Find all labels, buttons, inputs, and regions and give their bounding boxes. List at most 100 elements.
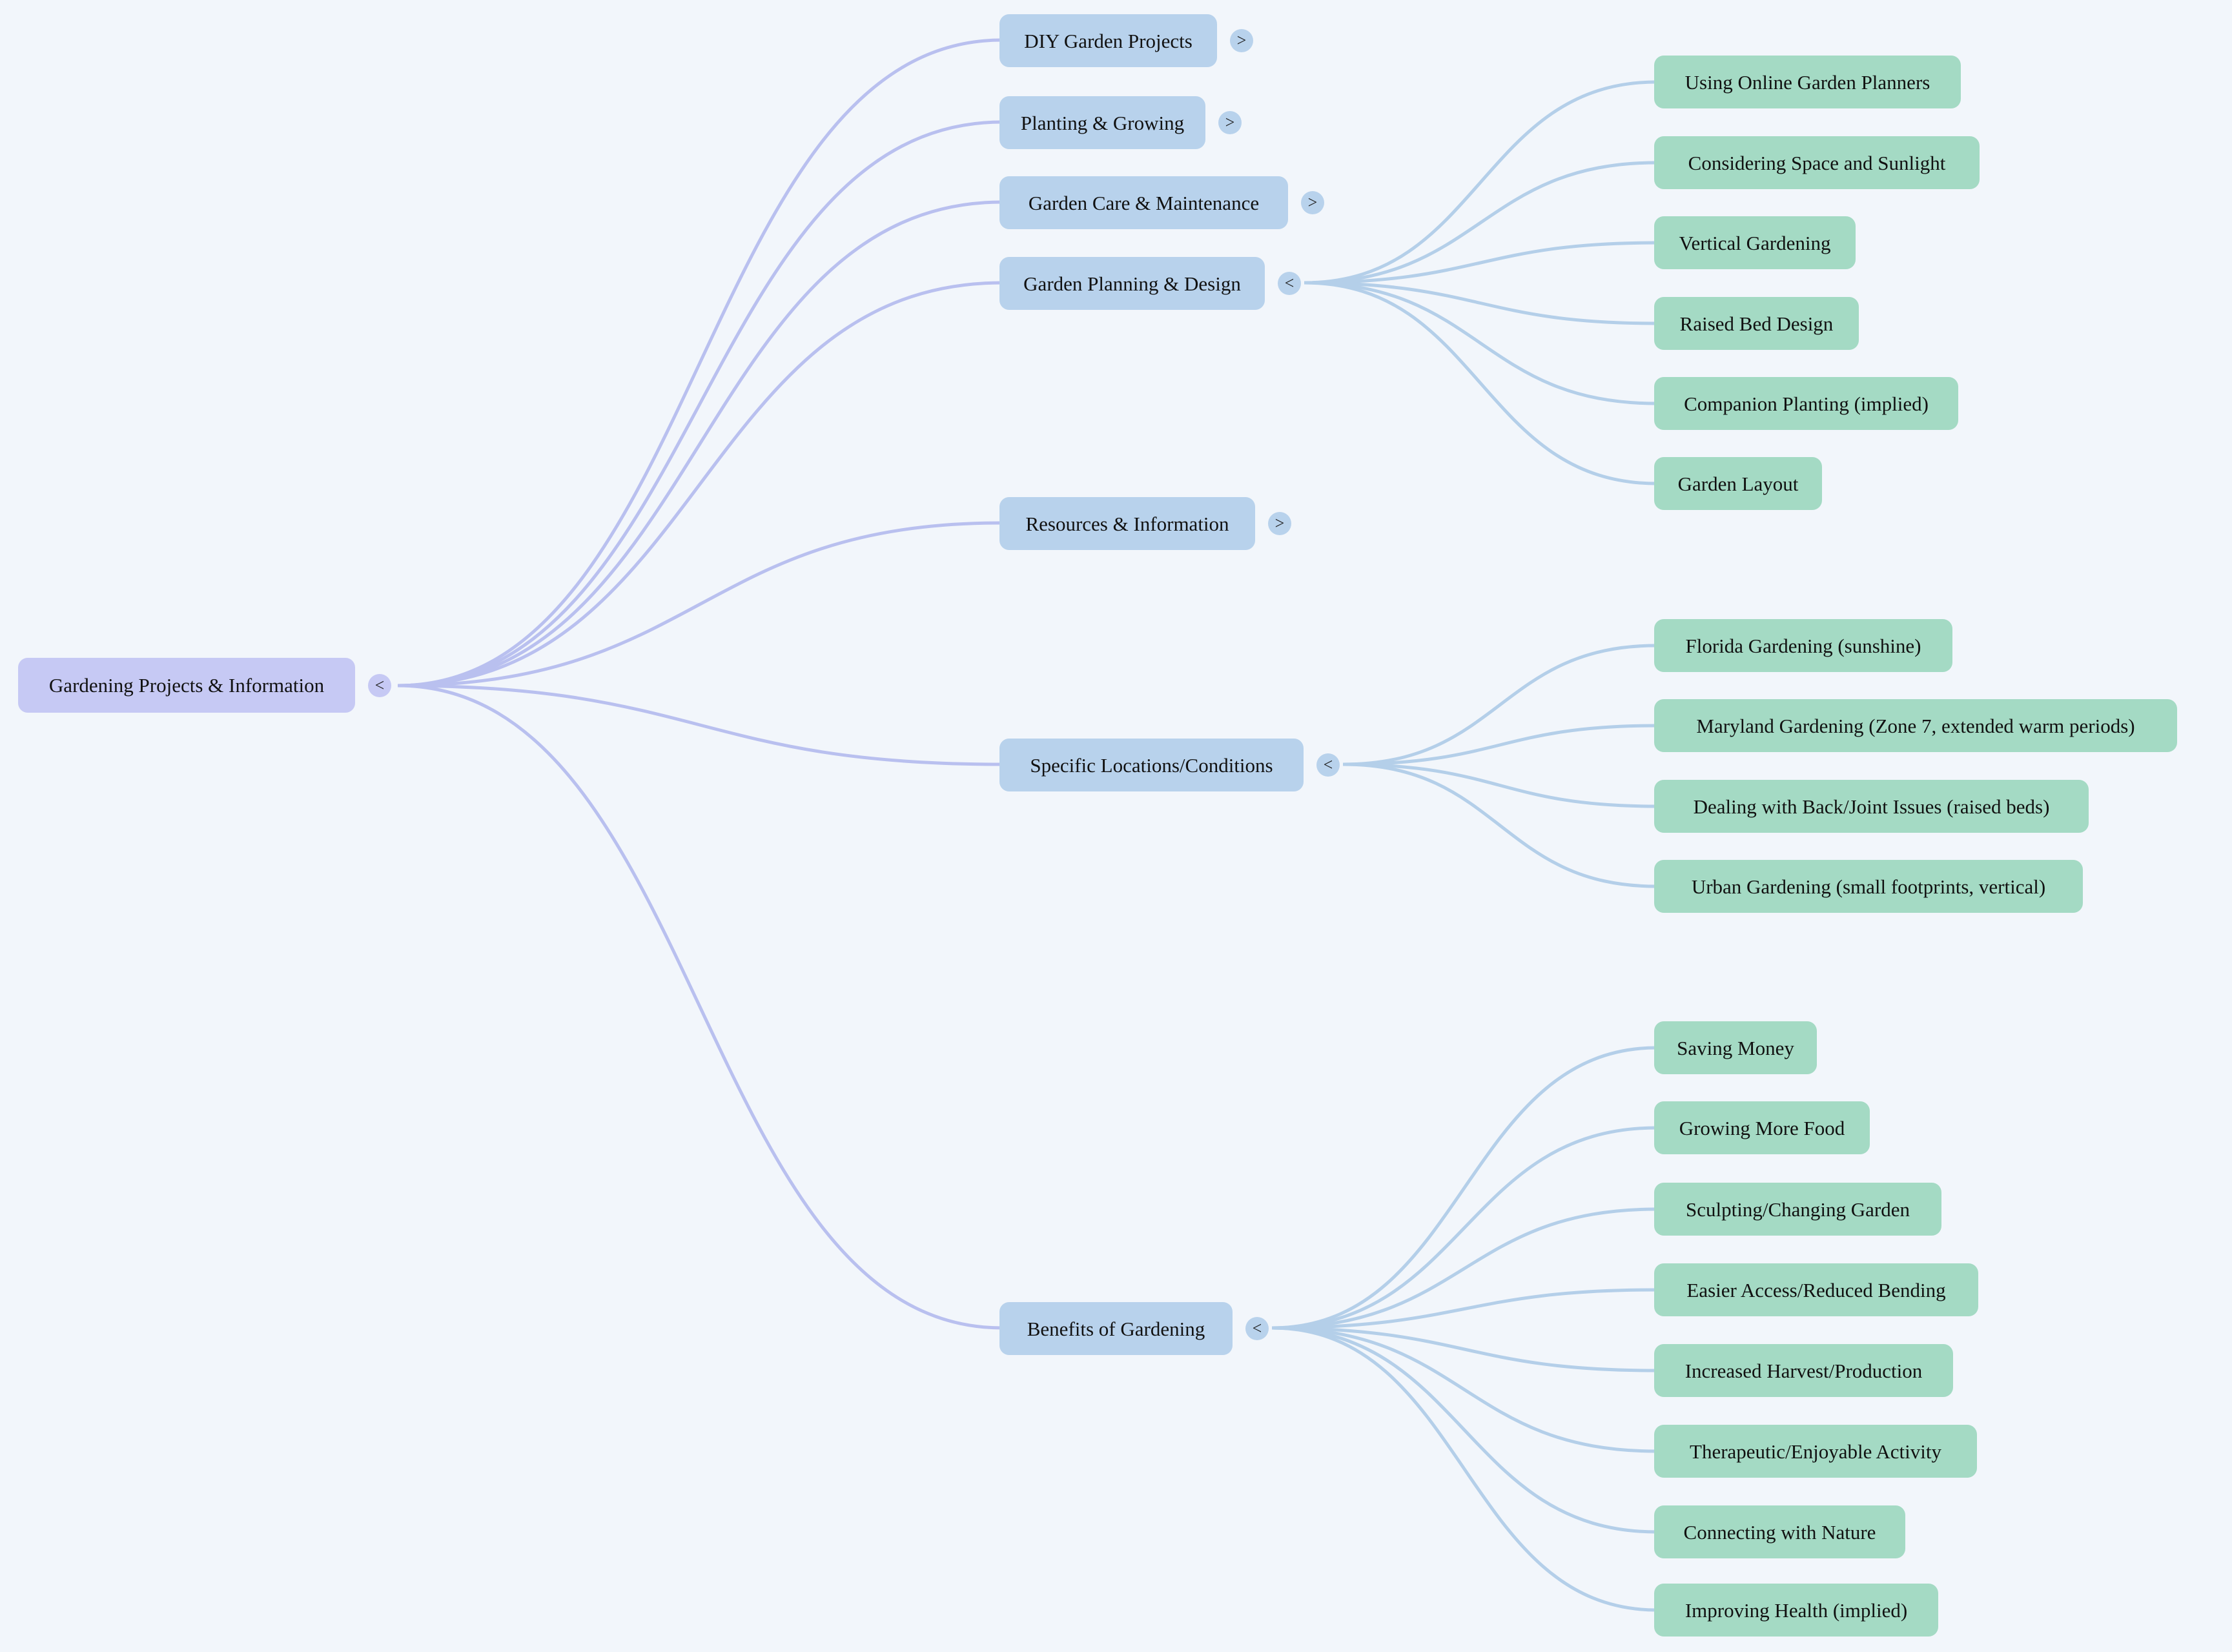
edge-benefits-to-saving-money [1271, 1046, 1657, 1330]
node-improving-health: Improving Health (implied) [1654, 1584, 1938, 1637]
node-raised-bed-design: Raised Bed Design [1654, 297, 1859, 350]
node-label: Improving Health (implied) [1684, 1598, 1908, 1622]
node-box: Planting & Growing [999, 96, 1205, 149]
edge-root-to-garden-planning-design [397, 281, 1003, 688]
node-box: Vertical Gardening [1654, 216, 1856, 269]
node-label: Sculpting/Changing Garden [1686, 1198, 1910, 1221]
node-label: Connecting with Nature [1683, 1520, 1876, 1544]
node-label: Saving Money [1677, 1036, 1794, 1059]
toggle-root[interactable]: < [368, 673, 391, 697]
edge-benefits-to-sculpting-changing-garden [1271, 1207, 1657, 1330]
edge-planning-to-raised-bed-design [1304, 281, 1657, 325]
node-diy-garden-projects: DIY Garden Projects > [999, 14, 1253, 67]
node-back-joint-issues: Dealing with Back/Joint Issues (raised b… [1654, 780, 2089, 833]
edge-benefits-to-therapeutic-activity [1271, 1326, 1657, 1453]
edge-root-to-garden-care-maintenance [397, 200, 1003, 688]
node-specific-locations-conditions: Specific Locations/Conditions < [999, 739, 1340, 791]
node-label: Vertical Gardening [1679, 231, 1831, 254]
toggle-garden-care-maintenance[interactable]: > [1301, 191, 1324, 214]
node-box: Benefits of Gardening [999, 1302, 1233, 1355]
edge-root-to-benefits-of-gardening [397, 684, 1003, 1330]
node-label: Garden Layout [1677, 472, 1799, 495]
node-box: Easier Access/Reduced Bending [1654, 1263, 1978, 1316]
edge-planning-to-companion-planting [1304, 281, 1657, 405]
node-companion-planting: Companion Planting (implied) [1654, 377, 1958, 430]
node-easier-access-reduced-bending: Easier Access/Reduced Bending [1654, 1263, 1978, 1316]
edge-benefits-to-connecting-with-nature [1271, 1326, 1657, 1534]
node-connecting-with-nature: Connecting with Nature [1654, 1505, 1905, 1558]
edge-benefits-to-growing-more-food [1271, 1126, 1657, 1330]
toggle-planting-growing[interactable]: > [1218, 111, 1242, 134]
edge-locations-to-back-joint-issues [1342, 762, 1657, 808]
node-garden-layout: Garden Layout [1654, 457, 1822, 510]
edge-benefits-to-improving-health [1271, 1326, 1657, 1612]
node-label: Using Online Garden Planners [1684, 70, 1930, 94]
node-maryland-gardening: Maryland Gardening (Zone 7, extended war… [1654, 699, 2177, 752]
node-using-online-garden-planners: Using Online Garden Planners [1654, 56, 1961, 108]
edge-root-to-specific-locations-conditions [397, 684, 1003, 766]
node-box: Garden Layout [1654, 457, 1822, 510]
node-box: Using Online Garden Planners [1654, 56, 1961, 108]
node-florida-gardening: Florida Gardening (sunshine) [1654, 619, 1952, 672]
edge-benefits-to-increased-harvest [1271, 1326, 1657, 1372]
node-planting-growing: Planting & Growing > [999, 96, 1242, 149]
node-box: Growing More Food [1654, 1101, 1870, 1154]
edge-benefits-to-easier-access [1271, 1288, 1657, 1330]
node-box: Connecting with Nature [1654, 1505, 1905, 1558]
toggle-resources-information[interactable]: > [1268, 512, 1291, 535]
node-box: Garden Planning & Design [999, 257, 1265, 310]
node-box: Specific Locations/Conditions [999, 739, 1304, 791]
toggle-specific-locations-conditions[interactable]: < [1316, 753, 1340, 777]
node-box: Improving Health (implied) [1654, 1584, 1938, 1637]
node-box: Garden Care & Maintenance [999, 176, 1288, 229]
node-label: Planting & Growing [1020, 111, 1185, 134]
node-garden-planning-design: Garden Planning & Design < [999, 257, 1301, 310]
edge-planning-to-garden-layout [1304, 281, 1657, 485]
edge-locations-to-maryland-gardening [1342, 724, 1657, 766]
edge-planning-to-considering-space-sunlight [1304, 161, 1657, 285]
node-label: Companion Planting (implied) [1684, 392, 1929, 415]
edge-root-to-planting-growing [397, 120, 1003, 688]
node-label: Garden Care & Maintenance [1028, 191, 1260, 214]
node-vertical-gardening: Vertical Gardening [1654, 216, 1856, 269]
node-growing-more-food: Growing More Food [1654, 1101, 1870, 1154]
node-considering-space-and-sunlight: Considering Space and Sunlight [1654, 136, 1980, 189]
node-box: Raised Bed Design [1654, 297, 1859, 350]
node-label: Growing More Food [1679, 1116, 1845, 1139]
node-box: Urban Gardening (small footprints, verti… [1654, 860, 2083, 913]
node-box: Resources & Information [999, 497, 1255, 550]
node-box: Sculpting/Changing Garden [1654, 1183, 1941, 1236]
node-label: Garden Planning & Design [1023, 272, 1241, 295]
node-label: Dealing with Back/Joint Issues (raised b… [1693, 795, 2050, 818]
node-root-box: Gardening Projects & Information [18, 658, 355, 713]
node-garden-care-maintenance: Garden Care & Maintenance > [999, 176, 1324, 229]
node-label: DIY Garden Projects [1024, 29, 1193, 52]
toggle-diy-garden-projects[interactable]: > [1230, 29, 1253, 52]
node-label: Raised Bed Design [1679, 312, 1834, 335]
toggle-garden-planning-design[interactable]: < [1278, 272, 1301, 295]
edge-locations-to-urban-gardening [1342, 762, 1657, 888]
node-box: Maryland Gardening (Zone 7, extended war… [1654, 699, 2177, 752]
node-label: Urban Gardening (small footprints, verti… [1691, 875, 2046, 898]
node-label: Increased Harvest/Production [1684, 1359, 1923, 1382]
node-saving-money: Saving Money [1654, 1021, 1817, 1074]
node-box: Dealing with Back/Joint Issues (raised b… [1654, 780, 2089, 833]
node-label: Specific Locations/Conditions [1030, 753, 1273, 777]
node-label: Considering Space and Sunlight [1688, 151, 1946, 174]
edge-root-to-diy-garden-projects [397, 38, 1003, 688]
edge-planning-to-using-online-garden-planners [1304, 80, 1657, 285]
node-therapeutic-enjoyable-activity: Therapeutic/Enjoyable Activity [1654, 1425, 1977, 1478]
node-label: Easier Access/Reduced Bending [1686, 1278, 1946, 1301]
node-box: Saving Money [1654, 1021, 1817, 1074]
node-increased-harvest-production: Increased Harvest/Production [1654, 1344, 1953, 1397]
toggle-benefits-of-gardening[interactable]: < [1245, 1317, 1269, 1340]
node-root-label: Gardening Projects & Information [48, 674, 325, 697]
node-benefits-of-gardening: Benefits of Gardening < [999, 1302, 1269, 1355]
edge-planning-to-vertical-gardening [1304, 241, 1657, 285]
node-box: Therapeutic/Enjoyable Activity [1654, 1425, 1977, 1478]
node-urban-gardening: Urban Gardening (small footprints, verti… [1654, 860, 2083, 913]
node-resources-information: Resources & Information > [999, 497, 1291, 550]
node-label: Resources & Information [1025, 512, 1229, 535]
